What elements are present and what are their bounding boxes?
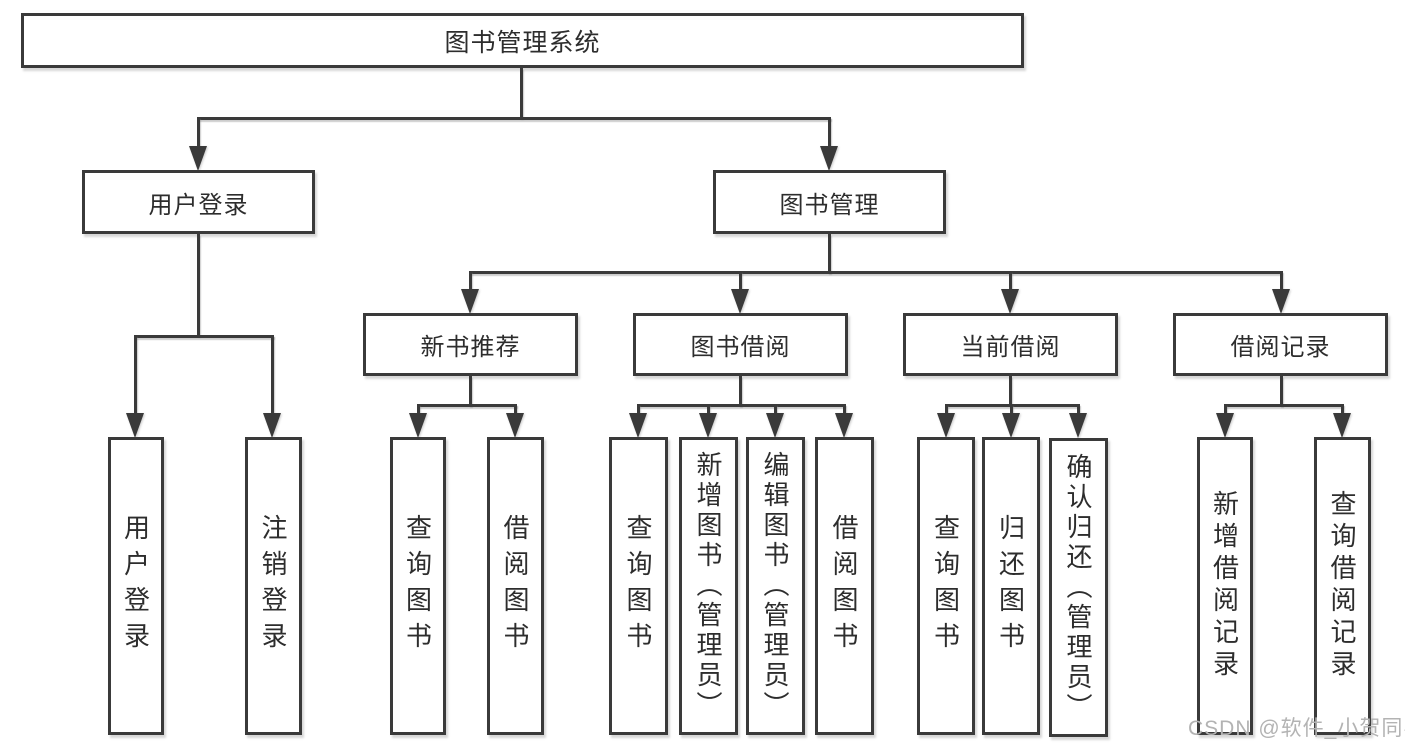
node-borrowing-records: 借阅记录 xyxy=(1173,313,1388,376)
node-leaf-edit-books-admin-label: 编辑图书（管理员） xyxy=(760,451,790,721)
arrowhead-down-icon xyxy=(189,146,207,171)
arrowhead-down-icon xyxy=(699,413,717,438)
node-user-login: 用户登录 xyxy=(82,170,315,234)
node-new-book-recommend-label: 新书推荐 xyxy=(420,334,521,361)
arrowhead-down-icon xyxy=(1272,289,1290,314)
connector-leaf-drop xyxy=(774,404,777,416)
connector-leaf-drop xyxy=(1077,404,1080,416)
node-leaf-borrow-books-borrowing-label: 借阅图书 xyxy=(829,514,859,658)
node-leaf-borrow-books-borrowing: 借阅图书 xyxy=(815,437,874,735)
node-leaf-confirm-return-admin-label: 确认归还（管理员） xyxy=(1063,452,1093,723)
connector-current-stem xyxy=(1009,376,1012,406)
arrowhead-down-icon xyxy=(937,413,955,438)
arrowhead-down-icon xyxy=(1002,413,1020,438)
node-leaf-confirm-return-admin: 确认归还（管理员） xyxy=(1049,438,1108,737)
connector-root-rail xyxy=(197,117,831,120)
arrowhead-down-icon xyxy=(461,289,479,314)
connector-leaf-drop xyxy=(1224,404,1227,416)
arrowhead-down-icon xyxy=(1001,289,1019,314)
arrowhead-down-icon xyxy=(1216,413,1234,438)
connector-user-login-rail xyxy=(134,335,274,338)
watermark-text: CSDN @软件_小贺同学 xyxy=(1188,717,1405,740)
connector-user-login-stem xyxy=(197,234,200,336)
node-leaf-query-books-borrowing-label: 查询图书 xyxy=(623,514,653,658)
node-leaf-query-borrow-record: 查询借阅记录 xyxy=(1314,437,1371,735)
node-leaf-logout-label: 注销登录 xyxy=(258,514,288,658)
connector-root-stem xyxy=(520,68,523,118)
arrowhead-down-icon xyxy=(1333,413,1351,438)
connector-leaf-drop xyxy=(514,404,517,416)
node-leaf-return-books-label: 归还图书 xyxy=(995,514,1026,658)
connector-leaf-drop xyxy=(707,404,710,416)
node-leaf-query-books-recommend: 查询图书 xyxy=(390,437,446,735)
connector-leaf-drop xyxy=(271,335,274,415)
node-leaf-add-borrow-record-label: 新增借阅记录 xyxy=(1209,490,1240,682)
node-leaf-query-books-current: 查询图书 xyxy=(917,437,975,735)
node-leaf-add-books-admin: 新增图书（管理员） xyxy=(679,437,738,735)
connector-leaf-drop xyxy=(417,404,420,416)
node-leaf-query-borrow-record-label: 查询借阅记录 xyxy=(1327,490,1357,682)
connector-book-mgmt-rail xyxy=(469,271,1282,274)
connector-book-mgmt-stem xyxy=(828,234,831,273)
connector-book-mgmt-drop xyxy=(828,117,831,149)
arrowhead-down-icon xyxy=(835,413,853,438)
node-book-management: 图书管理 xyxy=(713,170,946,234)
arrowhead-down-icon xyxy=(1069,413,1087,438)
node-book-management-label: 图书管理 xyxy=(779,191,880,219)
node-book-borrowing-label: 图书借阅 xyxy=(690,334,791,361)
connector-leaf-drop xyxy=(1010,404,1013,416)
node-leaf-add-books-admin-label: 新增图书（管理员） xyxy=(693,451,723,721)
arrowhead-down-icon xyxy=(409,413,427,438)
connector-leaf-drop xyxy=(843,404,846,416)
connector-records-stem xyxy=(1280,376,1283,406)
connector-records-rail xyxy=(1224,404,1343,407)
connector-group-drop xyxy=(1280,271,1283,293)
connector-borrowing-rail xyxy=(637,404,845,407)
node-leaf-query-books-recommend-label: 查询图书 xyxy=(402,514,433,658)
node-borrowing-records-label: 借阅记录 xyxy=(1230,334,1331,361)
connector-leaf-drop xyxy=(945,404,948,416)
connector-borrowing-stem xyxy=(739,376,742,406)
node-leaf-borrow-books-recommend-label: 借阅图书 xyxy=(500,514,530,658)
arrowhead-down-icon xyxy=(766,413,784,438)
connector-recommend-rail xyxy=(417,404,517,407)
arrowhead-down-icon xyxy=(263,413,281,438)
node-leaf-add-borrow-record: 新增借阅记录 xyxy=(1197,437,1253,735)
node-leaf-query-books-borrowing: 查询图书 xyxy=(609,437,668,735)
arrowhead-down-icon xyxy=(506,413,524,438)
arrowhead-down-icon xyxy=(126,413,144,438)
node-current-borrowing: 当前借阅 xyxy=(903,313,1118,376)
connector-group-drop xyxy=(469,271,472,293)
connector-user-login-drop xyxy=(197,117,200,149)
connector-recommend-stem xyxy=(469,376,472,406)
arrowhead-down-icon xyxy=(731,289,749,314)
node-leaf-user-login: 用户登录 xyxy=(108,437,164,735)
node-leaf-return-books: 归还图书 xyxy=(982,437,1040,735)
node-new-book-recommend: 新书推荐 xyxy=(363,313,578,376)
node-book-borrowing: 图书借阅 xyxy=(633,313,848,376)
connector-group-drop xyxy=(739,271,742,293)
node-book-management-system: 图书管理系统 xyxy=(21,13,1024,68)
connector-leaf-drop xyxy=(1341,404,1344,416)
arrowhead-down-icon xyxy=(629,413,647,438)
node-leaf-user-login-label: 用户登录 xyxy=(120,514,151,658)
node-leaf-query-books-current-label: 查询图书 xyxy=(930,514,961,658)
connector-leaf-drop xyxy=(637,404,640,416)
node-user-login-label: 用户登录 xyxy=(148,191,249,219)
node-leaf-edit-books-admin: 编辑图书（管理员） xyxy=(746,437,805,735)
node-leaf-logout: 注销登录 xyxy=(245,437,302,735)
connector-leaf-drop xyxy=(134,335,137,415)
node-leaf-borrow-books-recommend: 借阅图书 xyxy=(487,437,544,735)
node-book-management-system-label: 图书管理系统 xyxy=(444,28,601,57)
connector-group-drop xyxy=(1009,271,1012,293)
node-current-borrowing-label: 当前借阅 xyxy=(960,334,1061,361)
arrowhead-down-icon xyxy=(820,146,838,171)
